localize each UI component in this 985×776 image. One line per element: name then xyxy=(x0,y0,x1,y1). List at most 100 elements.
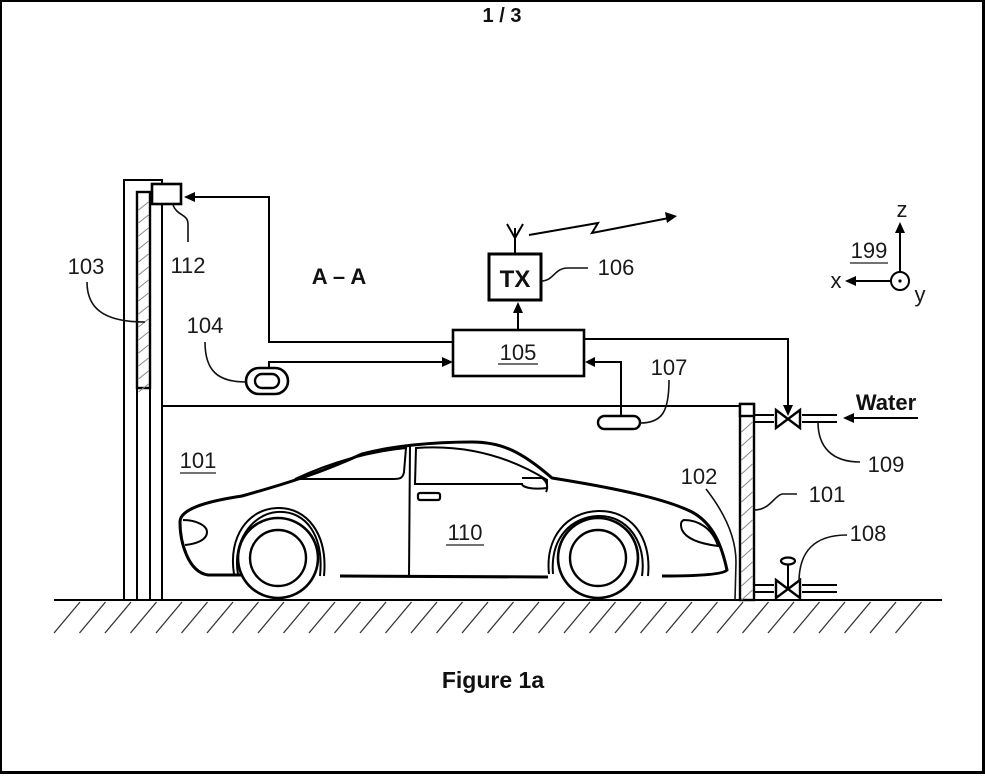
label-106: 106 xyxy=(598,255,635,280)
ground-hatch-line xyxy=(232,601,259,634)
section-label: A – A xyxy=(312,264,367,289)
ground-hatch-line xyxy=(155,601,183,634)
label-109: 109 xyxy=(868,452,905,477)
arrowhead-valve xyxy=(783,405,793,416)
ground-hatch-line xyxy=(334,601,361,634)
controller-105 xyxy=(451,328,586,378)
leader-106 xyxy=(540,267,588,282)
ground-hatch-line xyxy=(359,601,387,634)
ground-hatch-line xyxy=(79,601,106,634)
ground-hatch-line xyxy=(869,601,897,634)
panel-hatch-line xyxy=(138,305,149,315)
ground-hatch-line xyxy=(691,601,718,634)
ground xyxy=(53,599,942,634)
wall-hatch-line xyxy=(741,477,753,489)
arrowhead-112 xyxy=(184,192,195,202)
label-112: 112 xyxy=(170,253,205,278)
label-101-right: 101 xyxy=(809,482,846,507)
water-label: Water xyxy=(856,390,917,415)
ground-hatch xyxy=(53,601,922,634)
ground-hatch-line xyxy=(589,601,616,634)
ground-hatch-line xyxy=(614,601,642,634)
wall-hatch-line xyxy=(741,435,753,447)
vehicle-110 xyxy=(178,440,729,600)
wall-hatch-line xyxy=(741,561,753,573)
panel-hatch-line xyxy=(138,240,149,250)
wireless-signal-icon xyxy=(528,217,670,236)
label-199: 199 xyxy=(851,238,888,263)
wall-hatch-line xyxy=(741,519,753,531)
ground-hatch-line xyxy=(716,601,744,634)
leader-107 xyxy=(639,379,670,424)
sensor-107 xyxy=(596,414,642,431)
label-108: 108 xyxy=(850,521,887,546)
side-mirror xyxy=(522,477,549,493)
wall-hatch-line xyxy=(741,449,753,461)
z-label: z xyxy=(897,197,908,222)
front-window xyxy=(294,446,408,480)
ground-hatch-line xyxy=(844,601,871,634)
signal-arrowhead xyxy=(665,212,677,223)
sensor-104 xyxy=(244,366,290,396)
wall-hatch-line xyxy=(741,491,753,503)
rear-window xyxy=(413,446,548,490)
panel-hatch-line xyxy=(138,253,149,263)
panel-hatch-line xyxy=(138,383,149,393)
ground-hatch-line xyxy=(793,601,820,634)
panel-hatch-line xyxy=(138,292,149,302)
door-handle xyxy=(416,491,442,502)
ground-hatch-line xyxy=(487,601,514,634)
arrowhead-106 xyxy=(513,302,523,313)
label-104: 104 xyxy=(187,313,224,338)
page-number: 1 / 3 xyxy=(483,5,522,27)
wall-hatch xyxy=(741,421,753,601)
label-101: 101 xyxy=(180,448,217,473)
drain-valve-108 xyxy=(754,556,837,601)
link-104-105 xyxy=(268,361,442,368)
ground-hatch-line xyxy=(563,601,591,634)
headlamp xyxy=(182,519,209,546)
panel-hatch-line xyxy=(138,214,149,224)
y-label: y xyxy=(915,282,926,307)
leader-103 xyxy=(86,281,146,323)
arrowhead-105-from-104 xyxy=(442,357,453,367)
water-inlet-109 xyxy=(754,407,837,431)
water-curtain-102 xyxy=(705,488,737,601)
transmitter-106 xyxy=(487,252,543,302)
rear-hub xyxy=(568,528,628,588)
front-hub xyxy=(248,528,308,588)
panel-hatch-line xyxy=(138,279,149,289)
figure-caption: Figure 1a xyxy=(442,667,544,693)
label-105: 105 xyxy=(500,340,537,365)
pillar-103 xyxy=(123,179,163,601)
panel-hatch-line xyxy=(138,357,149,367)
panel-hatch-line xyxy=(138,201,149,211)
panel-hatch xyxy=(138,201,149,393)
ground-hatch-line xyxy=(410,601,438,634)
ground-hatch-line xyxy=(461,601,489,634)
label-102: 102 xyxy=(681,464,718,489)
x-arrowhead xyxy=(845,276,856,286)
panel-hatch-line xyxy=(138,331,149,341)
wall-hatch-line xyxy=(741,421,753,433)
wall-hatch-line xyxy=(741,533,753,545)
link-105-valve xyxy=(584,338,789,408)
door-line xyxy=(408,444,411,578)
label-110: 110 xyxy=(447,520,482,545)
ground-hatch-line xyxy=(308,601,336,634)
panel-hatch-line xyxy=(138,227,149,237)
ground-hatch-line xyxy=(742,601,769,634)
ground-hatch-line xyxy=(640,601,667,634)
label-103: 103 xyxy=(68,254,105,279)
panel-hatch-line xyxy=(138,318,149,328)
ground-hatch-line xyxy=(895,601,922,634)
right-wall-101 xyxy=(738,402,756,602)
leader-104 xyxy=(204,341,247,383)
ground-hatch-line xyxy=(512,601,540,634)
ground-hatch-line xyxy=(436,601,463,634)
water-arrowhead xyxy=(843,413,854,423)
x-label: x xyxy=(831,268,842,293)
wall-cap xyxy=(738,402,756,418)
wall-hatch-line xyxy=(741,463,753,475)
